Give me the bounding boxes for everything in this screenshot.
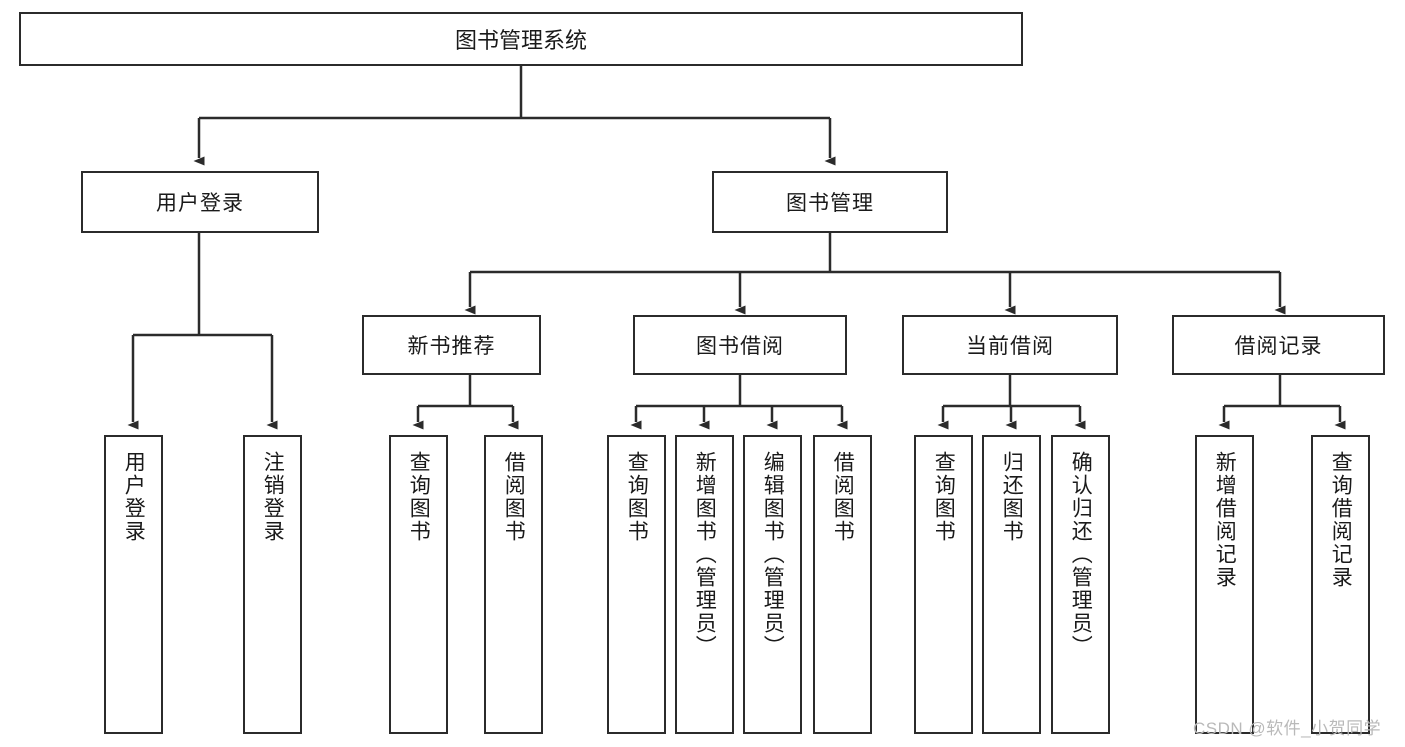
leaf-user-login-signout[interactable]: 注销登录 <box>243 435 302 734</box>
leaf-label: 编辑图书（管理员） <box>761 451 785 658</box>
leaf-borrow-add-book-admin[interactable]: 新增图书（管理员） <box>675 435 734 734</box>
leaf-recommend-borrow-book[interactable]: 借阅图书 <box>484 435 543 734</box>
leaf-label: 用户登录 <box>122 451 146 543</box>
node-new-book-recommend[interactable]: 新书推荐 <box>362 315 541 375</box>
watermark: CSDN @软件_小贺同学 <box>1193 719 1382 738</box>
leaf-recommend-query-book[interactable]: 查询图书 <box>389 435 448 734</box>
leaf-borrow-query-book[interactable]: 查询图书 <box>607 435 666 734</box>
leaf-borrow-borrow-book[interactable]: 借阅图书 <box>813 435 872 734</box>
node-root-system[interactable]: 图书管理系统 <box>19 12 1023 66</box>
node-current-borrow[interactable]: 当前借阅 <box>902 315 1118 375</box>
leaf-label: 查询图书 <box>932 451 956 543</box>
leaf-label: 查询图书 <box>625 451 649 543</box>
node-book-borrow[interactable]: 图书借阅 <box>633 315 847 375</box>
node-user-login[interactable]: 用户登录 <box>81 171 319 233</box>
leaf-label: 查询图书 <box>407 451 431 543</box>
leaf-record-query-record[interactable]: 查询借阅记录 <box>1311 435 1370 734</box>
leaf-label: 查询借阅记录 <box>1329 451 1353 589</box>
leaf-label: 借阅图书 <box>831 451 855 543</box>
node-book-management[interactable]: 图书管理 <box>712 171 948 233</box>
leaf-user-login-signin[interactable]: 用户登录 <box>104 435 163 734</box>
leaf-current-return-book[interactable]: 归还图书 <box>982 435 1041 734</box>
leaf-borrow-edit-book-admin[interactable]: 编辑图书（管理员） <box>743 435 802 734</box>
leaf-label: 新增借阅记录 <box>1213 451 1237 589</box>
leaf-label: 归还图书 <box>1000 451 1024 543</box>
leaf-label: 借阅图书 <box>502 451 526 543</box>
leaf-record-add-record[interactable]: 新增借阅记录 <box>1195 435 1254 734</box>
leaf-current-confirm-return-admin[interactable]: 确认归还（管理员） <box>1051 435 1110 734</box>
leaf-current-query-book[interactable]: 查询图书 <box>914 435 973 734</box>
leaf-label: 注销登录 <box>261 451 285 543</box>
leaf-label: 确认归还（管理员） <box>1069 451 1093 658</box>
node-borrow-record[interactable]: 借阅记录 <box>1172 315 1385 375</box>
leaf-label: 新增图书（管理员） <box>693 451 717 658</box>
